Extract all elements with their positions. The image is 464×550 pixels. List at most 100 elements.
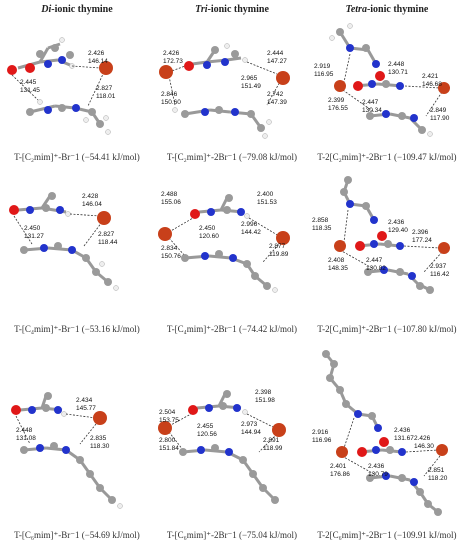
imidazolium-cation (179, 444, 279, 504)
distance-label: 2.877 (269, 243, 286, 250)
imidazolium-cation (340, 176, 378, 224)
angle-label: 150.76 (161, 253, 181, 260)
bromide-anion (436, 444, 448, 456)
imidazolium-cation (322, 350, 382, 432)
angle-label: 129.40 (388, 227, 408, 234)
distance-label: 2.444 (267, 50, 284, 57)
structure-tri-c2mim: 2.426 172.73 2.444 147.27 2.965 151.49 2… (159, 43, 290, 139)
distance-label: 2.447 (366, 257, 383, 264)
angle-label: 130.34 (362, 107, 382, 114)
angle-label: 116.42 (430, 271, 450, 278)
distance-label: 2.742 (267, 91, 284, 98)
distance-label: 2.426 (414, 435, 431, 442)
angle-label: 146.04 (82, 201, 102, 208)
distance-label: 2.434 (76, 397, 93, 404)
angle-label: 151.53 (257, 199, 277, 206)
distance-label: 2.396 (412, 229, 429, 236)
angle-label: 151.84 (159, 445, 179, 452)
distance-label: 2.450 (199, 225, 216, 232)
distance-label: 2.398 (255, 389, 272, 396)
structure-di-c6mim: 2.434 145.77 2.448 131.08 2.835 118.30 (11, 392, 123, 509)
bromide-anion (438, 242, 450, 254)
angle-label: 119.89 (269, 251, 289, 258)
structure-tetra-c6mim: 2.916 116.96 2.436 131.67 2.426 146.30 2… (312, 350, 448, 516)
angle-label: 130.79 (368, 471, 388, 478)
angle-label: 147.27 (267, 58, 287, 65)
distance-label: 2.800 (159, 437, 176, 444)
angle-label: 147.39 (267, 99, 287, 106)
distance-label: 2.426 (163, 50, 180, 57)
angle-label: 131.45 (20, 87, 40, 94)
angle-label: 151.49 (241, 83, 261, 90)
thymine-molecule (357, 437, 406, 457)
thymine-molecule (11, 392, 67, 417)
caption-tetra-c6mim: T-2[C₆mim]⁺-2Br⁻1 (−109.91 kJ/mol) (317, 530, 457, 540)
distance-label: 2.428 (82, 193, 99, 200)
distance-label: 2.436 (394, 427, 411, 434)
distance-label: 2.447 (362, 99, 379, 106)
caption-di-c6mim: T-[C₆mim]⁺-Br⁻1 (−54.69 kJ/mol) (14, 530, 140, 540)
imidazolium-cation (329, 23, 380, 68)
header-tri-ionic: Tri-ionic thymine (195, 4, 269, 15)
caption-tri-c2mim: T-[C₂mim]⁺-2Br⁻1 (−79.08 kJ/mol) (166, 152, 298, 162)
angle-label: 172.73 (163, 58, 183, 65)
angle-label: 120.60 (199, 233, 219, 240)
thymine-molecule (353, 71, 404, 91)
bromide-anion (336, 446, 348, 458)
bromide-anion (438, 82, 450, 94)
caption-tetra-c4mim: T-2[C₄mim]⁺-2Br⁻1 (−107.80 kJ/mol) (317, 324, 457, 334)
distance-label: 2.849 (430, 107, 447, 114)
angle-label: 145.77 (76, 405, 96, 412)
angle-label: 144.42 (241, 229, 261, 236)
angle-label: 176.86 (330, 471, 350, 478)
caption-tri-c6mim: T-[C₆mim]⁺-2Br⁻1 (−75.04 kJ/mol) (166, 530, 298, 540)
distance-label: 2.834 (161, 245, 178, 252)
angle-label: 150.60 (161, 99, 181, 106)
angle-label: 116.95 (314, 71, 334, 78)
angle-label: 176.55 (328, 105, 348, 112)
angle-label: 155.06 (161, 199, 181, 206)
distance-label: 2.448 (16, 427, 33, 434)
bromide-anion (159, 65, 173, 79)
angle-label: 118.44 (98, 239, 118, 246)
angle-label: 177.24 (412, 237, 432, 244)
thymine-molecule (188, 390, 248, 415)
angle-label: 146.30 (414, 443, 434, 450)
structure-di-c4mim: 2.428 146.04 2.450 131.27 2.827 118.44 (9, 192, 119, 291)
thymine-molecule (9, 192, 71, 217)
caption-tetra-c2mim: T-2[C₂mim]⁺-2Br⁻1 (−109.47 kJ/mol) (317, 152, 457, 162)
angle-label: 144.94 (241, 429, 261, 436)
angle-label: 118.99 (263, 445, 283, 452)
bromide-anion (97, 211, 111, 225)
caption-di-c4mim: T-[C₄mim]⁺-Br⁻1 (−53.16 kJ/mol) (14, 324, 140, 334)
distance-label: 2.436 (388, 219, 405, 226)
structure-di-c2mim: 2.426 146.14 2.445 131.45 2.827 118.01 (7, 37, 116, 135)
distance-label: 2.436 (368, 463, 385, 470)
angle-label: 131.27 (24, 233, 44, 240)
angle-label: 118.20 (428, 475, 448, 482)
bromide-anion (93, 411, 107, 425)
distance-label: 2.450 (24, 225, 41, 232)
bromide-anion (276, 71, 290, 85)
distance-label: 2.445 (20, 79, 37, 86)
angle-label: 116.96 (312, 437, 332, 444)
imidazolium-cation (20, 242, 119, 291)
thymine-molecule (184, 43, 248, 71)
imidazolium-cation (20, 442, 123, 509)
distance-label: 2.399 (328, 97, 345, 104)
angle-label: 146.14 (88, 58, 108, 65)
structure-tri-c4mim: 2.488 155.06 2.400 151.53 2.450 120.60 2… (158, 191, 290, 293)
distance-label: 2.827 (98, 231, 115, 238)
angle-label: 131.08 (16, 435, 36, 442)
distance-label: 2.965 (241, 75, 258, 82)
distance-label: 2.421 (422, 73, 439, 80)
distance-label: 2.408 (328, 257, 345, 264)
bromide-anion (158, 227, 172, 241)
thymine-molecule (355, 231, 404, 251)
bromide-anion (158, 421, 172, 435)
distance-label: 2.851 (428, 467, 445, 474)
distance-label: 2.973 (241, 421, 258, 428)
angle-label: 146.68 (422, 81, 442, 88)
header-tetra-ionic: Tetra-ionic thymine (345, 4, 429, 15)
distance-label: 2.488 (161, 191, 178, 198)
